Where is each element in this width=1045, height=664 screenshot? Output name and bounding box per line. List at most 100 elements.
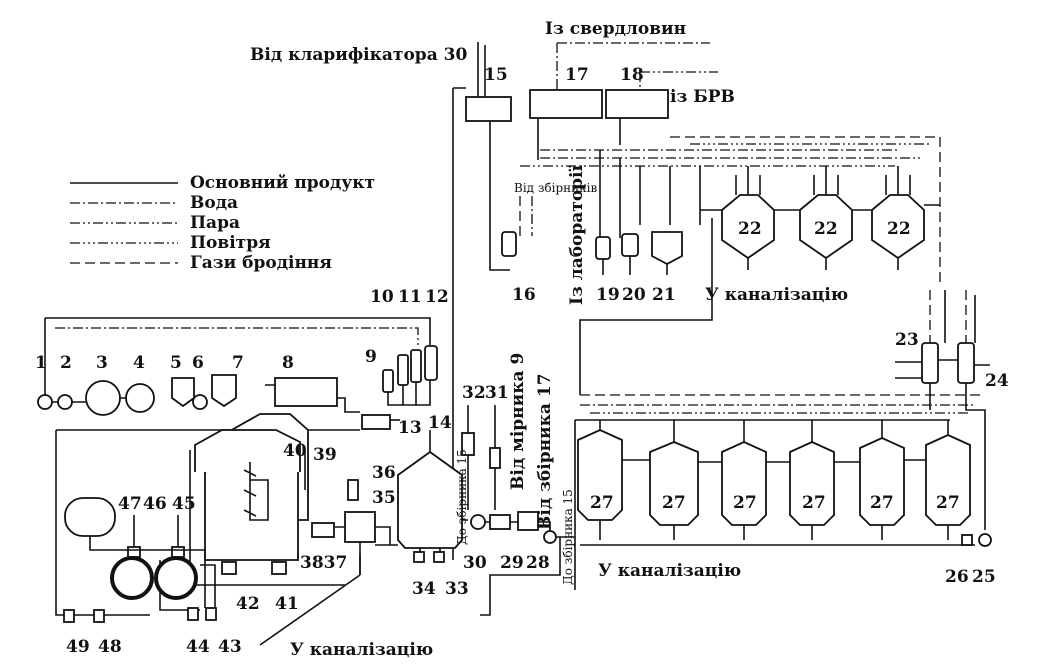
fermenter-27-b: 27 [649,441,699,526]
unit-44 [187,607,199,621]
num-27-a: 27 [590,493,614,513]
num-7: 7 [232,353,244,373]
num-28: 28 [526,553,550,573]
legend-fermentation-gases: Гази бродіння [190,253,332,273]
num-13: 13 [398,418,422,438]
num-20: 20 [622,285,646,305]
num-3837: 3837 [300,553,347,573]
num-31: 31 [485,383,509,403]
heat-exchanger-35 [344,511,376,543]
to-sewer-bottom-label: У каналізацію [290,640,433,660]
unit-24 [957,342,975,384]
num-18: 18 [620,65,644,85]
from-clarifier-label: Від кларифікатора 30 [250,45,467,65]
num-26: 26 [945,567,969,587]
num-33: 33 [445,579,469,599]
num-14: 14 [428,413,452,433]
unit-49 [63,609,75,623]
legend-steam: Пара [190,213,240,233]
unit-34 [413,551,425,563]
unit-36 [347,479,359,501]
unit-33 [433,551,445,563]
num-25: 25 [972,567,996,587]
num-4: 4 [133,353,145,373]
num-19: 19 [596,285,620,305]
fermenter-22-b: 22 [799,194,853,260]
num-27-e: 27 [870,493,894,513]
tank-40-front [194,429,301,472]
fermenter-27-a: 27 [577,429,623,521]
hopper-7 [211,374,237,408]
num-27-b: 27 [662,493,686,513]
unit-48 [93,609,105,623]
num-47: 47 [118,494,142,514]
pump-6 [192,394,208,410]
num-27-c: 27 [733,493,757,513]
num-12: 12 [425,287,449,307]
from-wells-label: Із свердловин [545,19,686,39]
num-11: 11 [398,287,422,307]
num-35: 35 [372,488,396,508]
from-tank-17-label: Від збірника 17 [535,373,555,530]
unit-21 [651,231,683,266]
num-34: 34 [412,579,436,599]
num-24: 24 [985,371,1009,391]
unit-29 [489,514,511,530]
num-23: 23 [895,330,919,350]
fermenter-22-a: 22 [721,194,775,260]
tank-14 [397,450,463,549]
unit-12 [424,345,438,381]
unit-16 [501,231,517,257]
num-22-a: 22 [738,219,762,239]
vessel-45 [154,556,198,600]
num-29: 29 [500,553,524,573]
drum-3 [85,380,121,416]
num-15: 15 [484,65,508,85]
from-lab-label: Із лабораторії [567,164,587,305]
bath-8 [274,377,338,407]
num-16: 16 [512,285,536,305]
num-2: 2 [60,353,72,373]
pump-1 [37,394,53,410]
from-tanks-label: Від збірників [514,181,597,195]
unit-31 [489,447,501,469]
unit-28 [517,511,539,531]
legend: Основний продукт Вода Пара Повітря Гази … [70,173,375,273]
unit-13 [361,414,391,430]
num-44: 44 [186,637,210,657]
num-5: 5 [170,353,182,373]
num-41: 41 [275,594,299,614]
num-39: 39 [313,445,337,465]
to-sewer-top-label: У каналізацію [705,285,848,305]
num-8: 8 [282,353,294,373]
unit-41 [271,561,287,575]
num-49: 49 [66,637,90,657]
hopper-5 [171,377,195,408]
num-43: 43 [218,637,242,657]
drum-4 [125,383,155,413]
unit-19 [595,236,611,260]
pump-25 [978,533,992,547]
num-36: 36 [372,463,396,483]
num-46: 46 [143,494,167,514]
pump-30 [470,514,486,530]
unit-42-a [221,561,237,575]
tank-17 [529,89,603,119]
unit-20 [621,233,639,257]
motor-47 [64,497,116,537]
unit-46 [127,546,141,558]
from-brv-label: із БРВ [670,87,735,107]
unit-38-37 [311,522,335,538]
tank-15 [465,96,512,122]
num-32: 32 [462,383,486,403]
legend-main-product: Основний продукт [190,173,375,193]
num-30: 30 [463,553,487,573]
num-21: 21 [652,285,676,305]
num-42: 42 [236,594,260,614]
num-27-d: 27 [802,493,826,513]
to-sewer-mid-label: У каналізацію [598,561,741,581]
pump-2 [57,394,73,410]
fermenter-22-c: 22 [871,194,925,260]
